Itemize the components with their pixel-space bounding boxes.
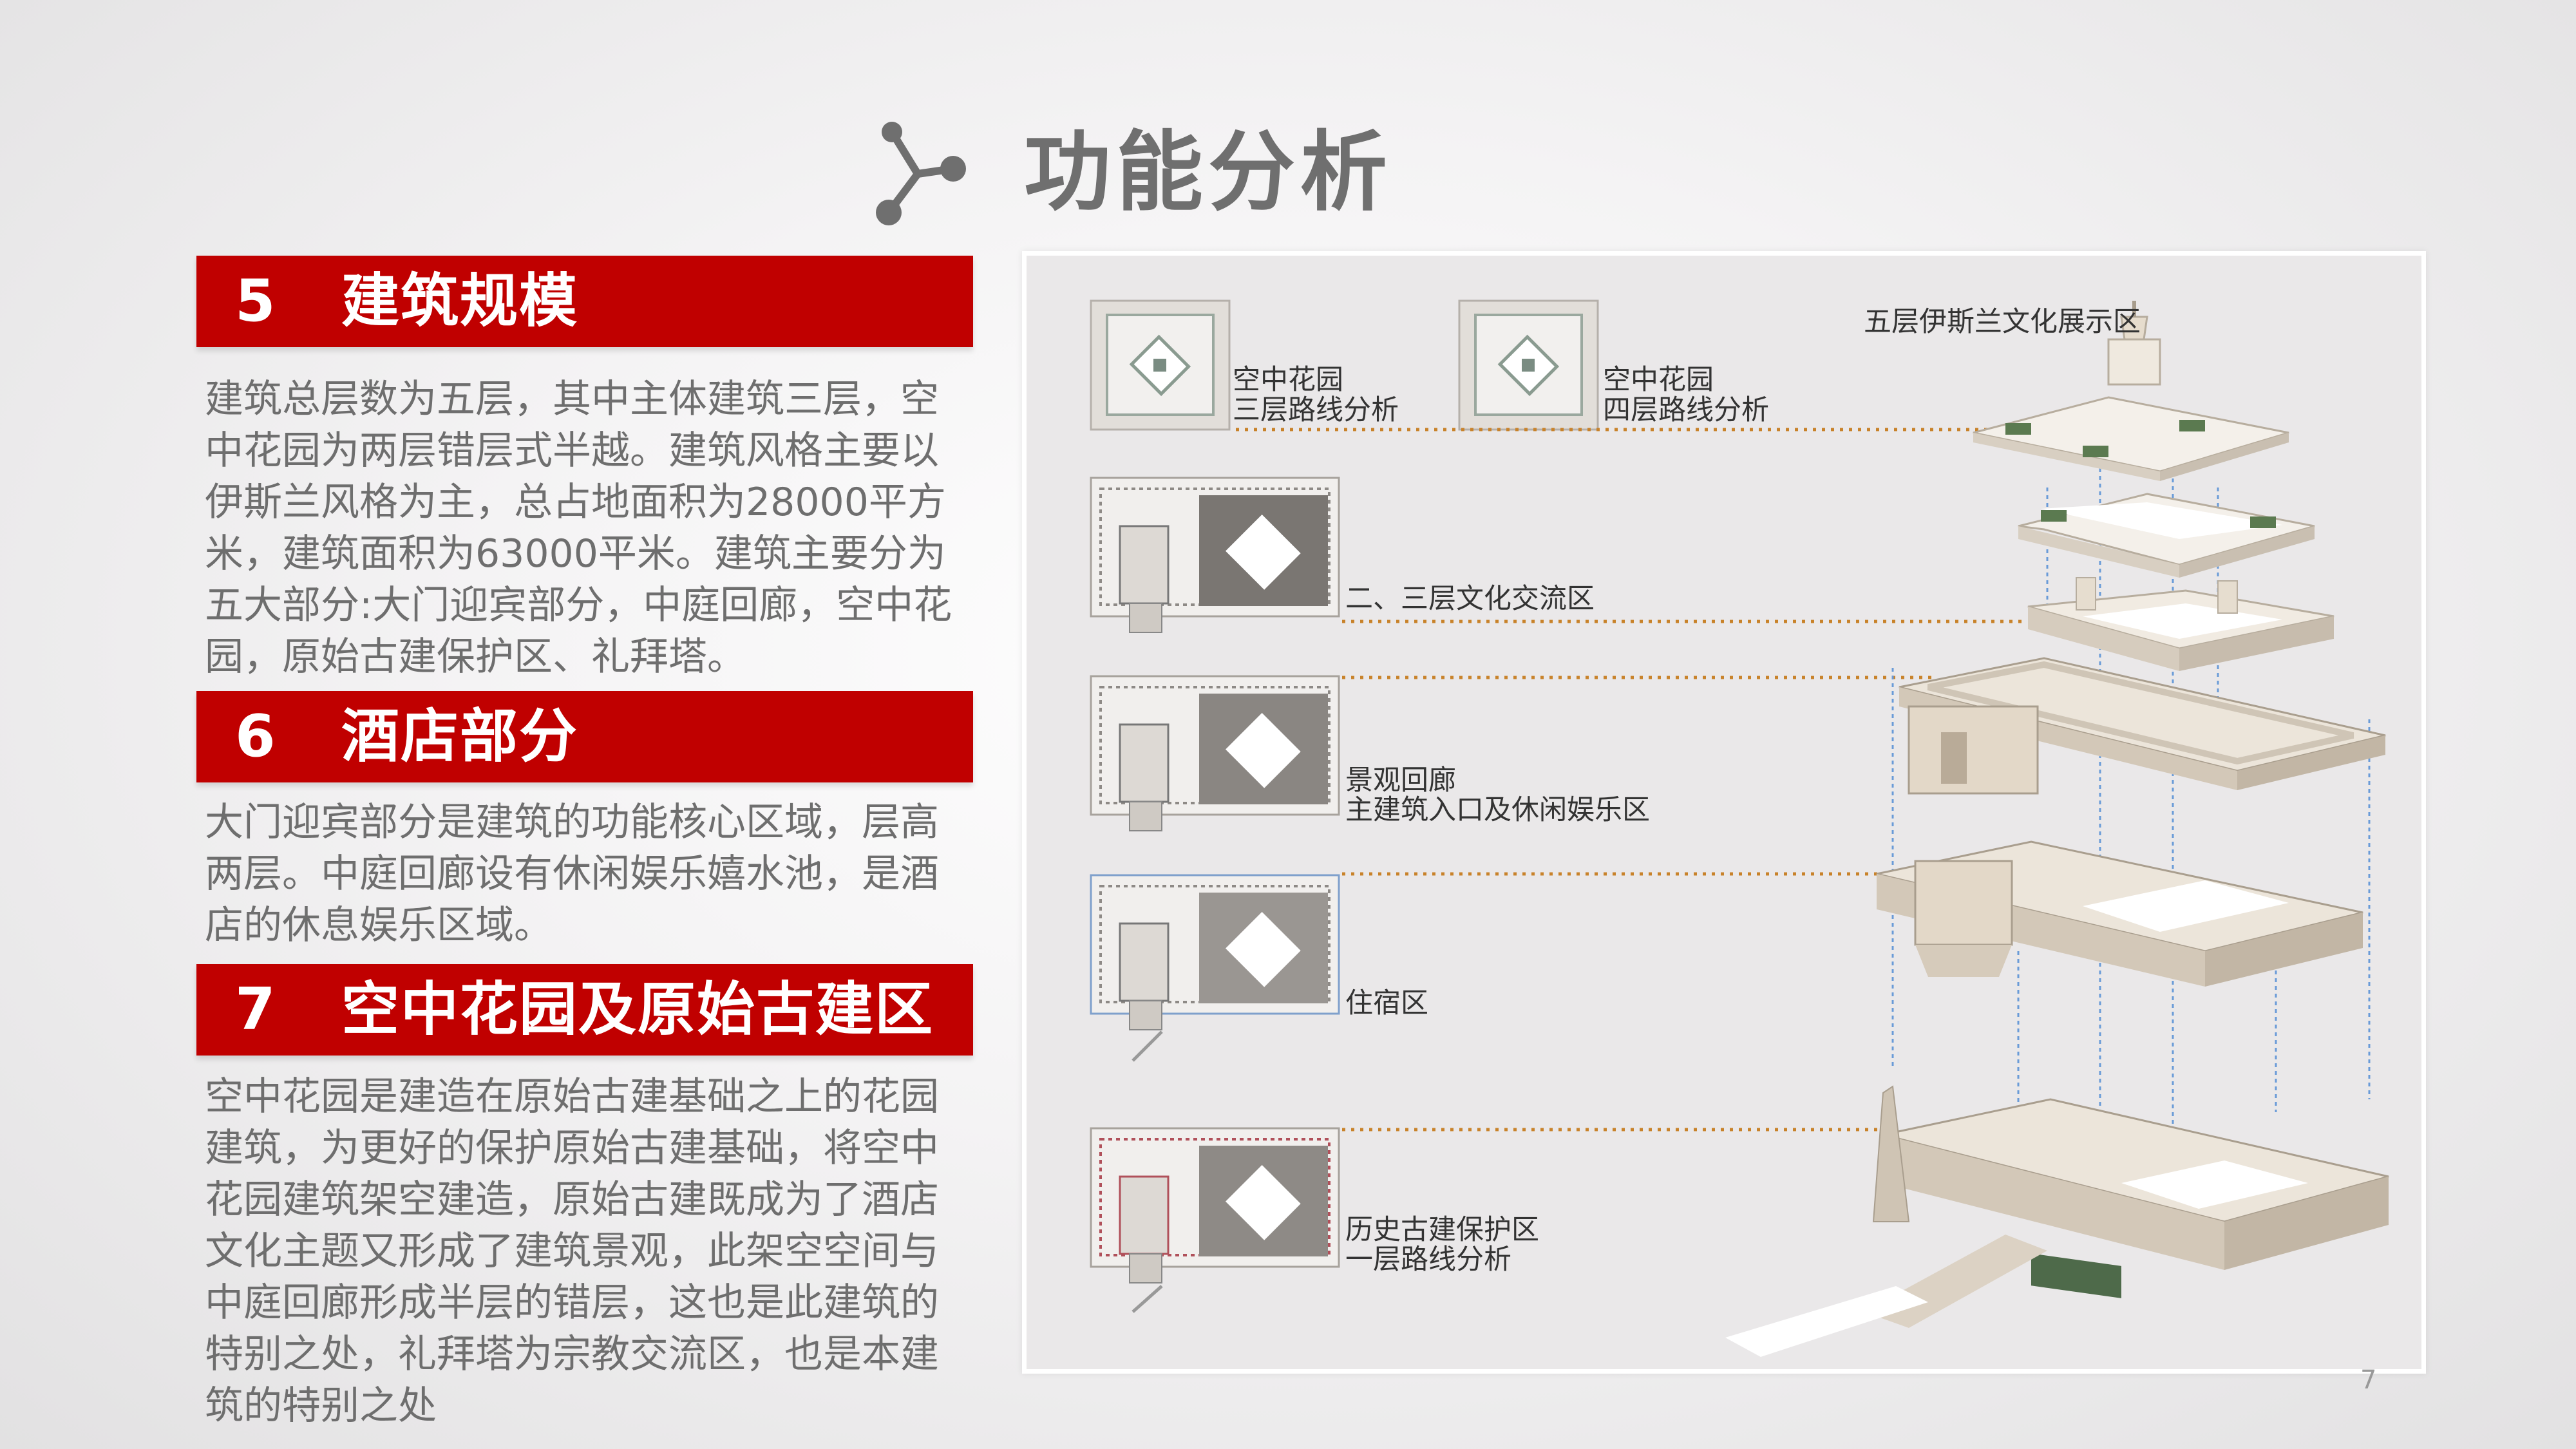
leader-lines xyxy=(1236,428,2099,1132)
section-title: 建筑规模 xyxy=(341,267,578,335)
share-nodes-icon xyxy=(876,122,966,225)
page-number: 7 xyxy=(2360,1365,2377,1395)
plan-thumb-garden-3 xyxy=(1090,299,1231,431)
section-number: 7 xyxy=(235,976,276,1043)
exploded-axonometric-diagram xyxy=(1090,299,2389,1357)
function-diagram: 五层伊斯兰文化展示区 空中花园 三层路线分析 空中花园 四层路线分析 二、三层文… xyxy=(1022,251,2426,1374)
label-heritage-sub: 一层路线分析 xyxy=(1345,1244,1511,1276)
plan-thumb-lodging xyxy=(1090,874,1340,1062)
section-title: 酒店部分 xyxy=(341,703,578,770)
section-number: 6 xyxy=(235,703,276,770)
plan-thumb-floor-2-3 xyxy=(1090,477,1340,633)
plan-thumb-heritage xyxy=(1090,1127,1340,1313)
section-body-scale: 建筑总层数为五层，其中主体建筑三层，空中花园为两层错层式半越。建筑风格主要以伊斯… xyxy=(205,377,952,679)
page-title: 功能分析 xyxy=(1024,122,1392,223)
label-corridor-title: 景观回廊 xyxy=(1345,764,1456,797)
floor-heritage xyxy=(1725,1085,2389,1357)
section-title: 空中花园及原始古建区 xyxy=(341,976,934,1043)
section-header-hotel: 6 酒店部分 xyxy=(196,691,973,782)
label-garden3-sub: 三层路线分析 xyxy=(1233,394,1399,426)
floor-5-minaret xyxy=(2107,301,2161,386)
floor-garden-3 xyxy=(2018,493,2315,578)
label-heritage-title: 历史古建保护区 xyxy=(1345,1214,1539,1246)
label-garden3-title: 空中花园 xyxy=(1233,364,1343,396)
floor-lodging xyxy=(1876,840,2363,987)
label-garden4-title: 空中花园 xyxy=(1603,364,1714,396)
plan-thumb-floor-landscape xyxy=(1090,675,1340,831)
section-header-scale: 5 建筑规模 xyxy=(196,256,973,347)
plan-thumb-garden-4 xyxy=(1458,299,1599,431)
label-garden4-sub: 四层路线分析 xyxy=(1603,394,1769,426)
label-lodging: 住宿区 xyxy=(1345,987,1428,1019)
section-body-hotel: 大门迎宾部分是建筑的功能核心区域，层高两层。中庭回廊设有休闲娱乐嬉水池，是酒店的… xyxy=(205,800,939,948)
label-culture: 二、三层文化交流区 xyxy=(1345,583,1595,615)
floor-garden-4 xyxy=(1973,396,2289,481)
floor-landscape-corridor xyxy=(1899,657,2386,795)
label-floor5: 五层伊斯兰文化展示区 xyxy=(1864,306,2141,338)
section-body-garden: 空中花园是建造在原始古建基础之上的花园建筑，为更好的保护原始古建基础，将空中花园… xyxy=(205,1074,939,1428)
section-header-garden: 7 空中花园及原始古建区 xyxy=(196,964,973,1056)
label-corridor-sub: 主建筑入口及休闲娱乐区 xyxy=(1345,794,1650,826)
floor-2-3-culture xyxy=(2027,577,2334,671)
section-number: 5 xyxy=(235,267,276,335)
